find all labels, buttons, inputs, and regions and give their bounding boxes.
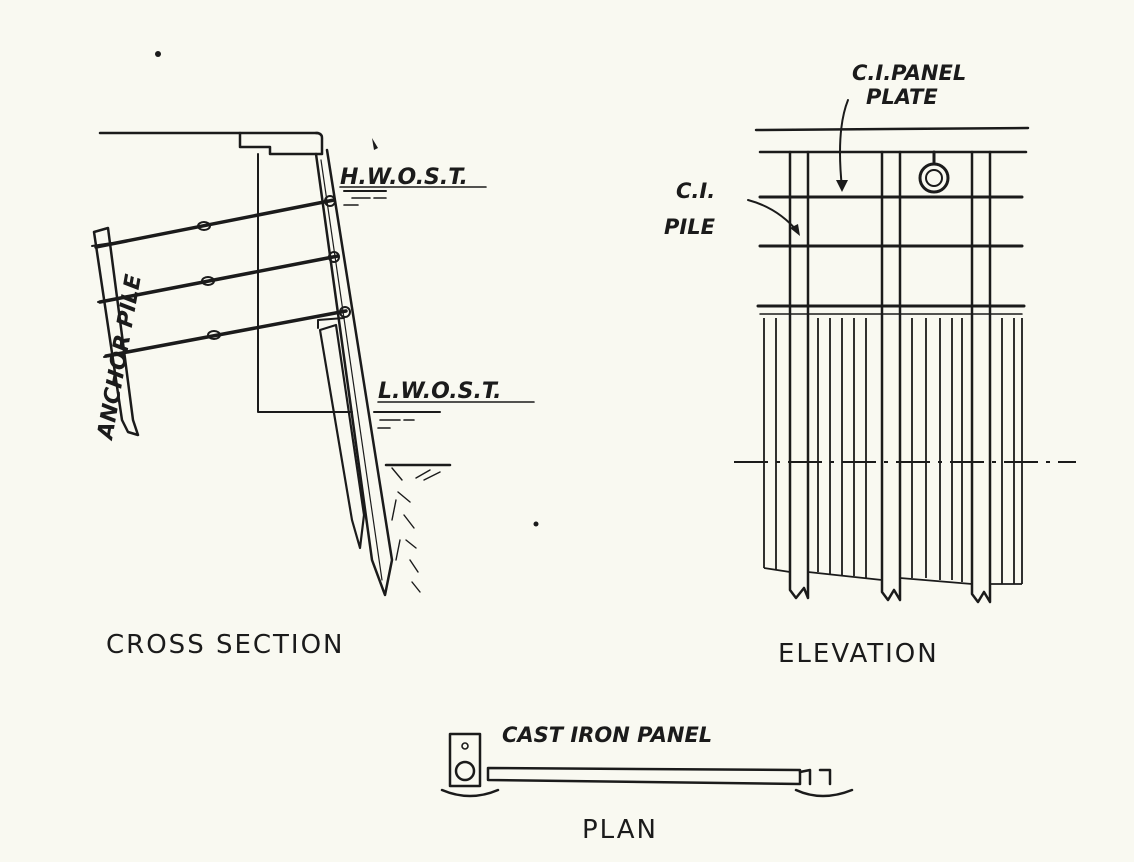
elevation-drawing (734, 99, 1076, 604)
ci-panel-plate-label-line2: PLATE (866, 85, 938, 109)
anchor-pile-label: ANCHOR PILE (93, 273, 147, 443)
secondary-pile-cap (317, 317, 345, 329)
seabed-hatching (391, 467, 441, 593)
stray-mark (372, 138, 378, 150)
plan-left-flange (440, 788, 500, 798)
ci-pile-2 (880, 150, 902, 602)
tie-rod-1 (94, 198, 336, 249)
hwost-label: H.W.O.S.T. (340, 165, 468, 190)
stray-dot-1 (155, 51, 161, 57)
plan-post-ring (454, 760, 476, 782)
main-pile-inner-line (320, 159, 383, 581)
main-sheet-pile (314, 148, 394, 597)
elevation-top-line (754, 126, 1030, 132)
ci-pile-label-line2: PILE (664, 215, 716, 239)
ci-pile-1 (788, 150, 810, 600)
cross-section-title: CROSS SECTION (106, 630, 345, 660)
plan-pile-post (448, 732, 482, 788)
turnbuckle-3 (207, 330, 221, 340)
rod-nut-3 (339, 306, 351, 318)
lifting-ring-inner (925, 169, 943, 187)
anchor-pile-band-3 (103, 353, 125, 358)
lifting-ring (918, 162, 950, 194)
rod-nut-1 (324, 195, 336, 207)
elevation-title: ELEVATION (778, 639, 939, 669)
panel-plate-arrowhead (836, 180, 848, 192)
plan-drawing (440, 732, 854, 798)
rod-nut-2 (328, 251, 340, 263)
ci-pile-arrowhead (790, 224, 800, 236)
anchor-pile (92, 226, 140, 437)
cross-section-drawing (91, 131, 452, 597)
ci-pile-3 (970, 150, 992, 604)
plan-panel-body (486, 766, 802, 786)
tie-rod-2 (98, 254, 340, 304)
lwost-label: L.W.O.S.T. (378, 379, 502, 404)
turnbuckle-1 (197, 221, 211, 231)
backfill-outline (257, 153, 353, 413)
plan-post-hole (461, 742, 469, 750)
cast-iron-panel-label: CAST IRON PANEL (502, 723, 712, 747)
plan-right-lugs (798, 768, 832, 786)
secondary-pile (318, 323, 366, 550)
anchor-pile-band-2 (97, 298, 119, 303)
lower-sheet-panels (763, 318, 1023, 585)
ci-panel-plate-label-line1: C.I.PANEL (852, 61, 966, 85)
panel-plate-leader (839, 99, 849, 189)
plan-title: PLAN (582, 815, 658, 845)
turnbuckle-2 (201, 276, 215, 286)
wall-cap (238, 131, 324, 156)
ci-pile-label-line1: C.I. (676, 179, 715, 203)
stray-dot-2 (533, 521, 539, 527)
tie-rod-3 (104, 309, 348, 358)
plan-right-flange (794, 788, 854, 798)
anchor-pile-band-1 (91, 242, 113, 247)
